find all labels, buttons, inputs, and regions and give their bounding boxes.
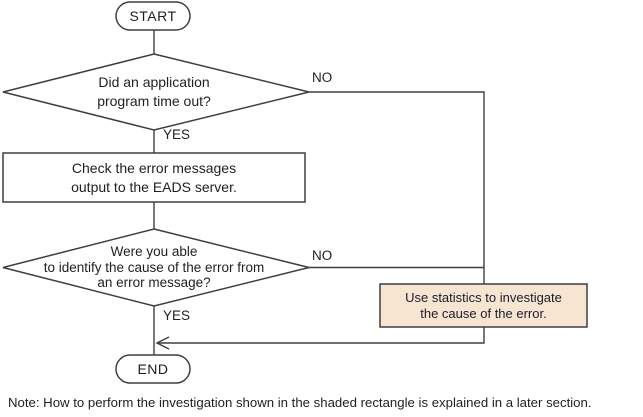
arrowhead-left-icon <box>155 336 170 350</box>
note-text: Note: How to perform the investigation s… <box>8 395 592 410</box>
edge-label-decision2-no: NO <box>312 248 333 263</box>
start-terminal-label: START <box>129 7 177 24</box>
process1-label: Check the error messages output to the E… <box>71 159 237 195</box>
decision2-diamond-shape <box>2 228 310 307</box>
edge-label-decision1-no: NO <box>312 70 333 85</box>
edge-label-decision2-yes: YES <box>163 308 191 323</box>
end-terminal-shape <box>115 354 191 384</box>
edge-label-decision1-yes: YES <box>163 127 191 142</box>
shaded-process-shape <box>379 283 588 328</box>
connector-no-rail <box>158 91 485 344</box>
shaded-process-label: Use statistics to investigate the cause … <box>405 289 562 321</box>
end-terminal-label: END <box>137 360 169 377</box>
start-terminal-shape <box>115 1 191 31</box>
connectors <box>153 30 485 355</box>
decision1-label: Did an application program time out? <box>97 74 211 109</box>
decision2-label: Were you able to identify the cause of t… <box>43 244 265 291</box>
decision1-diamond-shape <box>2 53 310 131</box>
process1-rect-shape <box>2 152 306 203</box>
node-shapes <box>2 1 588 384</box>
